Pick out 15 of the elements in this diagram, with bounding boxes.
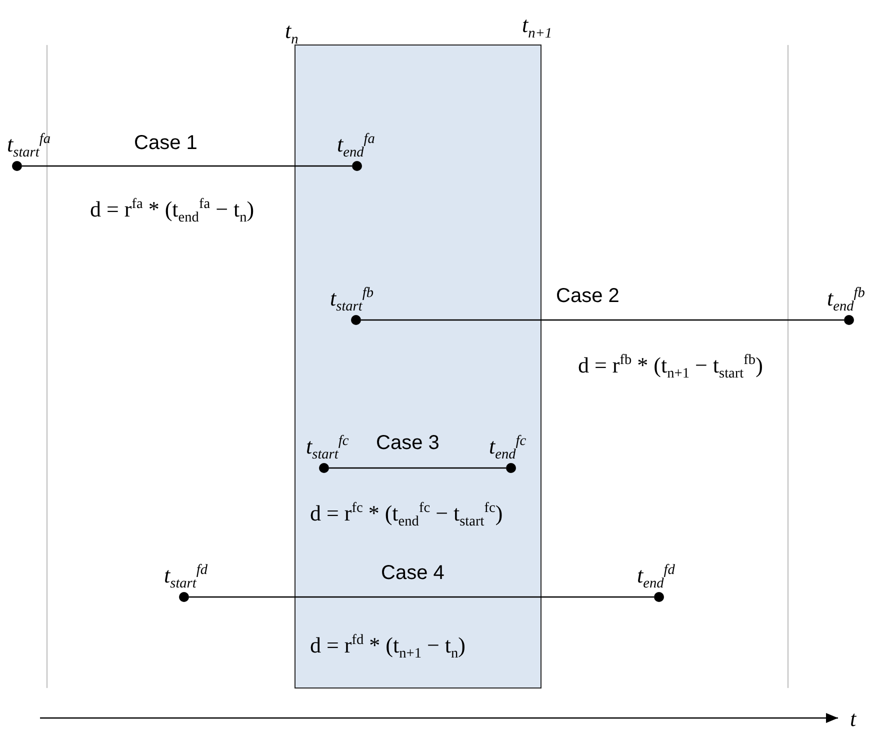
formula: d = r$^{fa}$ * (t$_{end}$$^{fa}$ − t$_{n}$) bbox=[90, 196, 254, 227]
interval-line bbox=[329, 467, 506, 469]
axis-label: t bbox=[850, 706, 856, 732]
time-mark: t$_{n}$ bbox=[285, 18, 298, 48]
formula: d = r$^{fc}$ * (t$_{end}$$^{fc}$ − t$_{start}$$^{fc}$) bbox=[310, 500, 503, 531]
edge-label: Case 2 bbox=[556, 285, 620, 308]
interval-line bbox=[22, 165, 352, 167]
interval-line bbox=[189, 596, 654, 598]
time-mark: t$_{n+1}$ bbox=[522, 12, 552, 42]
edge-label: Case 4 bbox=[381, 562, 444, 585]
edge-label: Case 3 bbox=[376, 432, 440, 455]
formula: d = r$^{fd}$ * (t$_{n+1}$ − t$_{n}$) bbox=[310, 632, 466, 663]
edge-label: Case 1 bbox=[134, 132, 198, 155]
interval-line bbox=[361, 319, 844, 321]
formula: d = r$^{fb}$ * (t$_{n+1}$ − t$_{start}$$^{fb}$) bbox=[578, 352, 763, 383]
